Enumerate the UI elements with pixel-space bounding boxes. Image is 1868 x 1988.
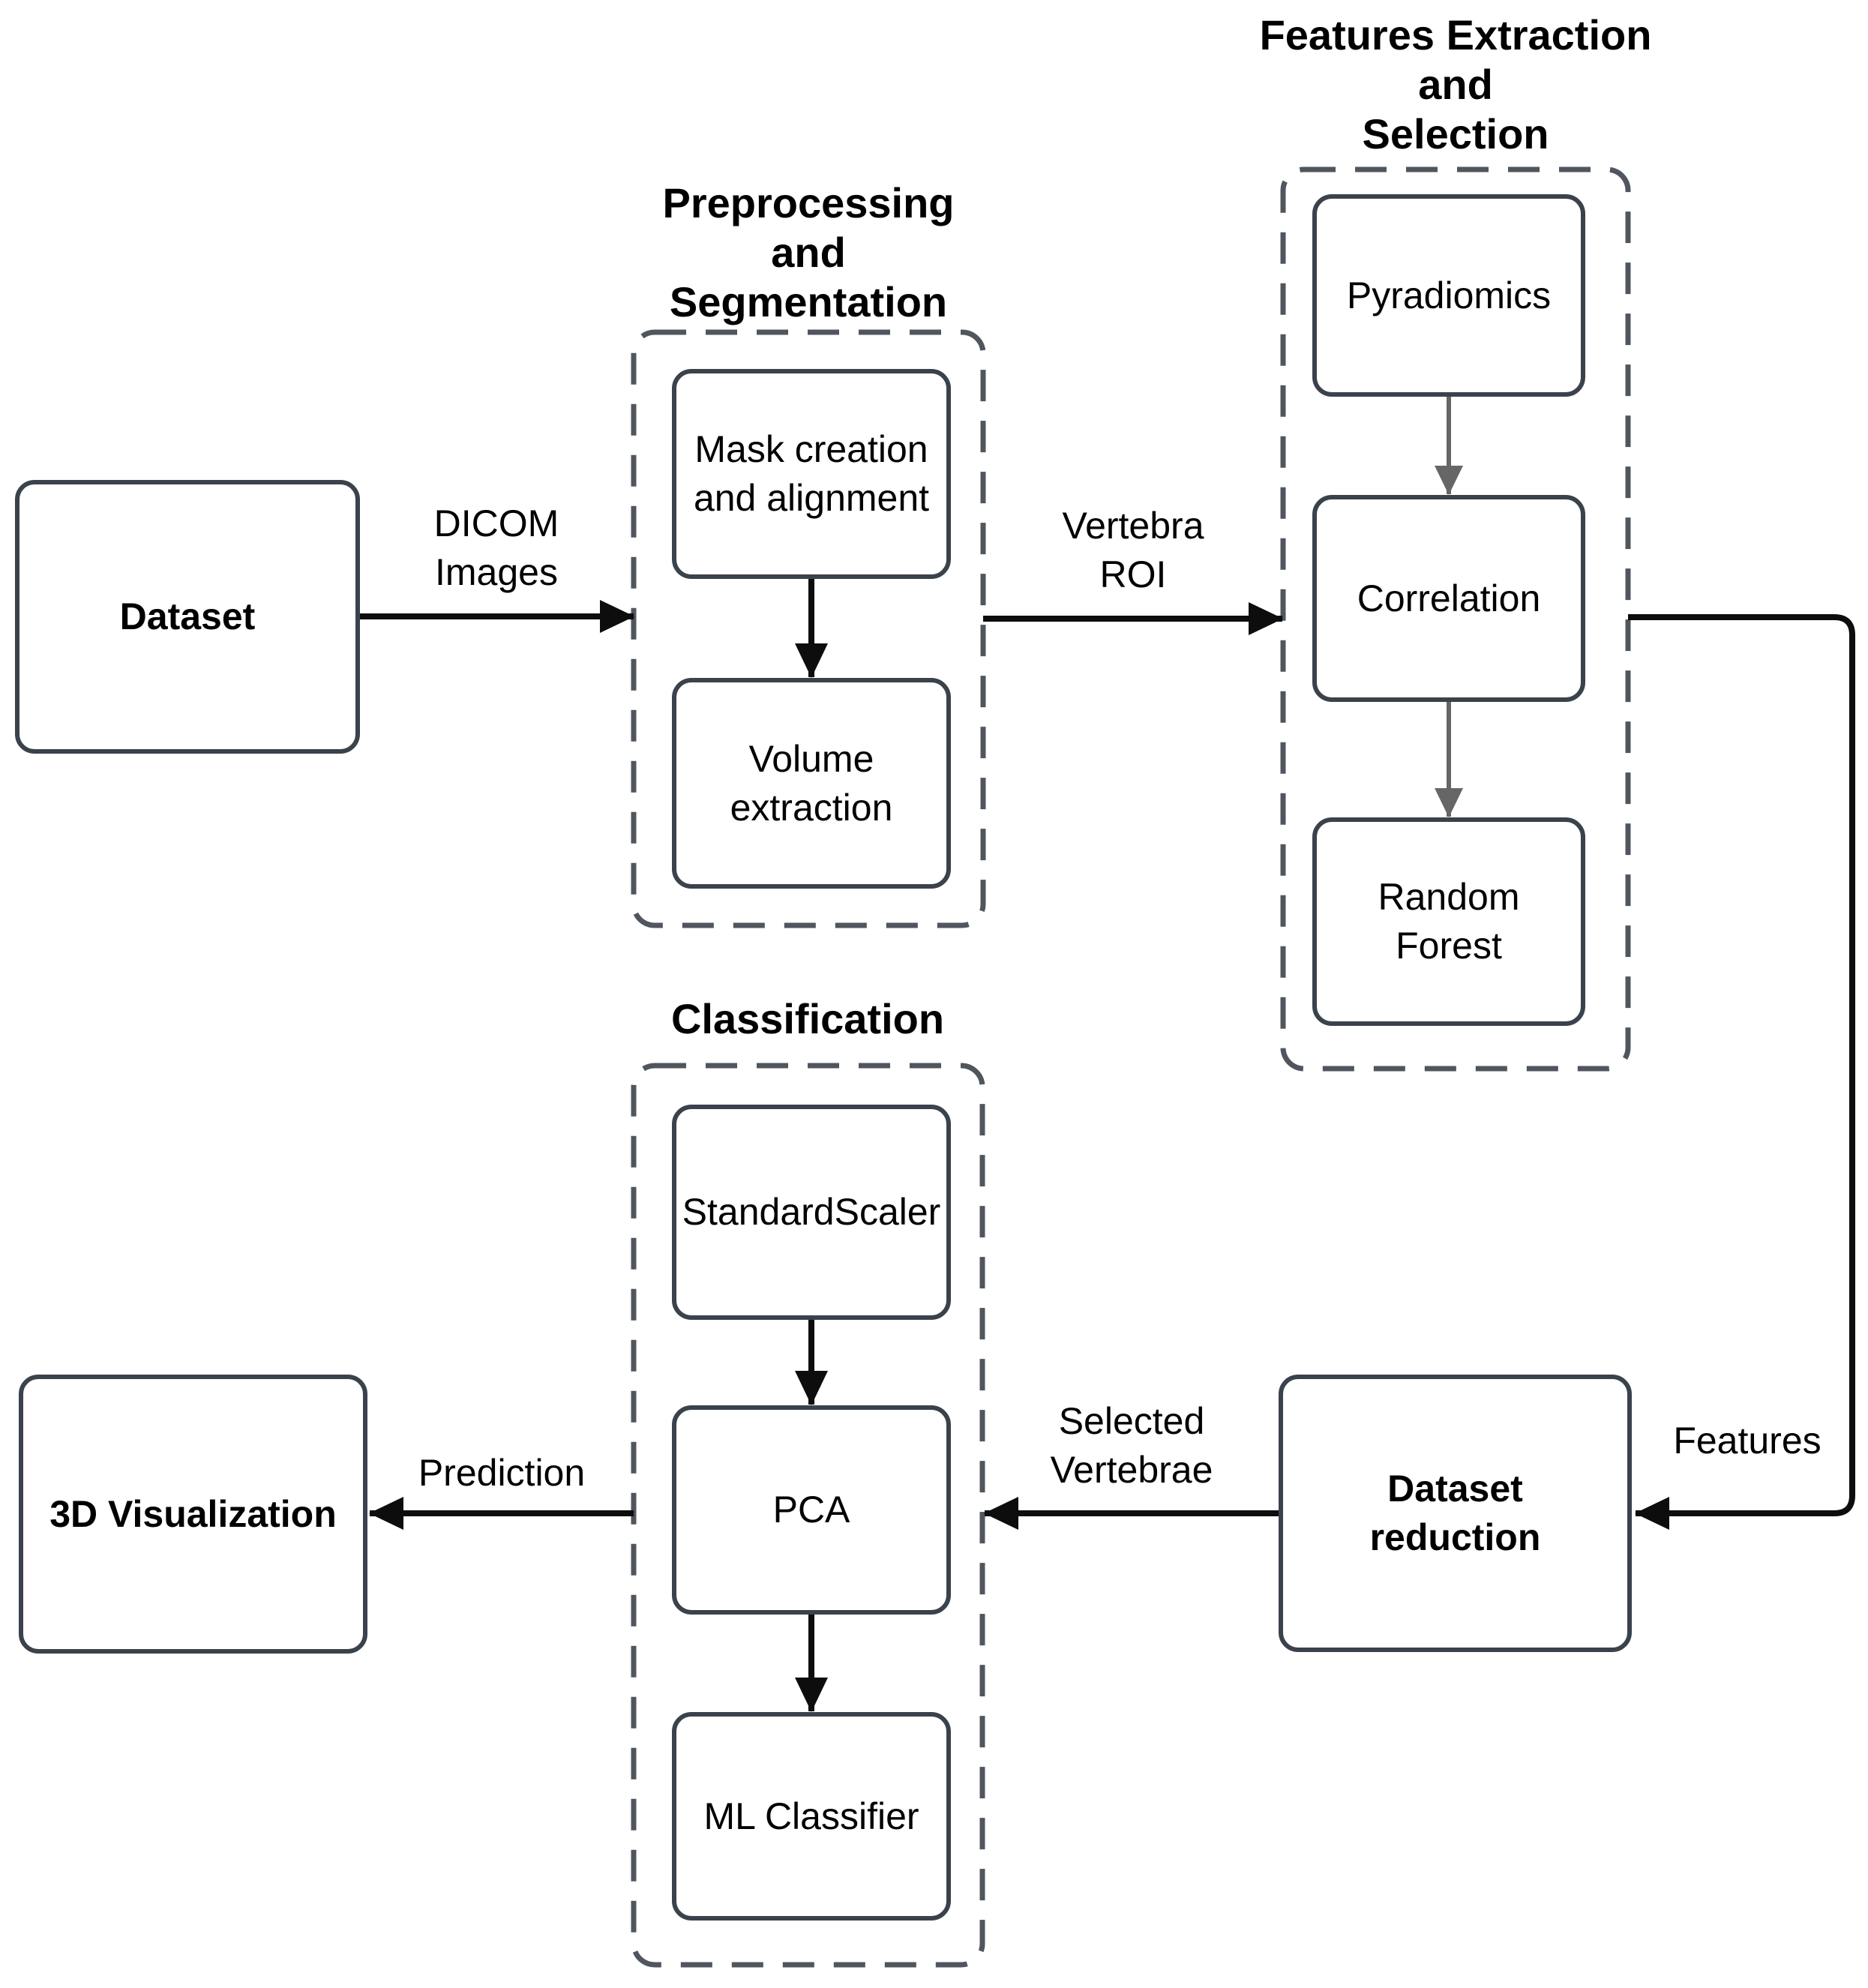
random-forest-node-label: Random Forest	[1378, 876, 1520, 967]
volume-extraction-node-label: Volume extraction	[730, 737, 893, 829]
standard-scaler-node-label: StandardScaler	[682, 1191, 941, 1233]
random-forest-node: Random Forest	[1312, 817, 1585, 1026]
dataset-node-label: Dataset	[119, 595, 256, 637]
3d-visualization-node-label: 3D Visualization	[49, 1492, 337, 1535]
correlation-node-label: Correlation	[1357, 577, 1541, 619]
ml-classifier-node: ML Classifier	[672, 1712, 951, 1921]
pyradiomics-node: Pyradiomics	[1312, 194, 1585, 397]
prediction-edge-label: Prediction	[418, 1452, 586, 1494]
standard-scaler-node: StandardScaler	[672, 1105, 951, 1320]
mask-creation-node-label: Mask creation and alignment	[693, 428, 930, 519]
features-extraction-group-border	[1280, 166, 1631, 1072]
dataset-node: Dataset	[15, 480, 360, 754]
3d-visualization-node: 3D Visualization	[19, 1375, 367, 1654]
pca-node-label: PCA	[772, 1489, 850, 1531]
vertebra-roi-edge-label: Vertebra ROI	[1062, 505, 1204, 595]
features-arrow	[1628, 614, 1855, 1530]
features-extraction-group-title: Features Extraction and Selection	[1259, 11, 1652, 158]
mask-creation-node: Mask creation and alignment	[672, 369, 951, 579]
dicom-images-edge-label: DICOM Images	[433, 502, 559, 593]
dataset-reduction-node: Dataset reduction	[1279, 1375, 1632, 1652]
pyradiomics-node-label: Pyradiomics	[1346, 274, 1552, 316]
preprocessing-group-title: Preprocessing and Segmentation	[662, 179, 955, 326]
pca-node: PCA	[672, 1405, 951, 1615]
classification-group-title: Classification	[670, 995, 945, 1042]
selected-vertebrae-edge-label: Selected Vertebrae	[1050, 1400, 1213, 1491]
features-edge-label: Features	[1673, 1420, 1822, 1462]
dataset-reduction-node-label: Dataset reduction	[1369, 1468, 1541, 1558]
ml-classifier-node-label: ML Classifier	[703, 1795, 919, 1837]
correlation-node: Correlation	[1312, 495, 1585, 702]
volume-extraction-node: Volume extraction	[672, 678, 951, 889]
